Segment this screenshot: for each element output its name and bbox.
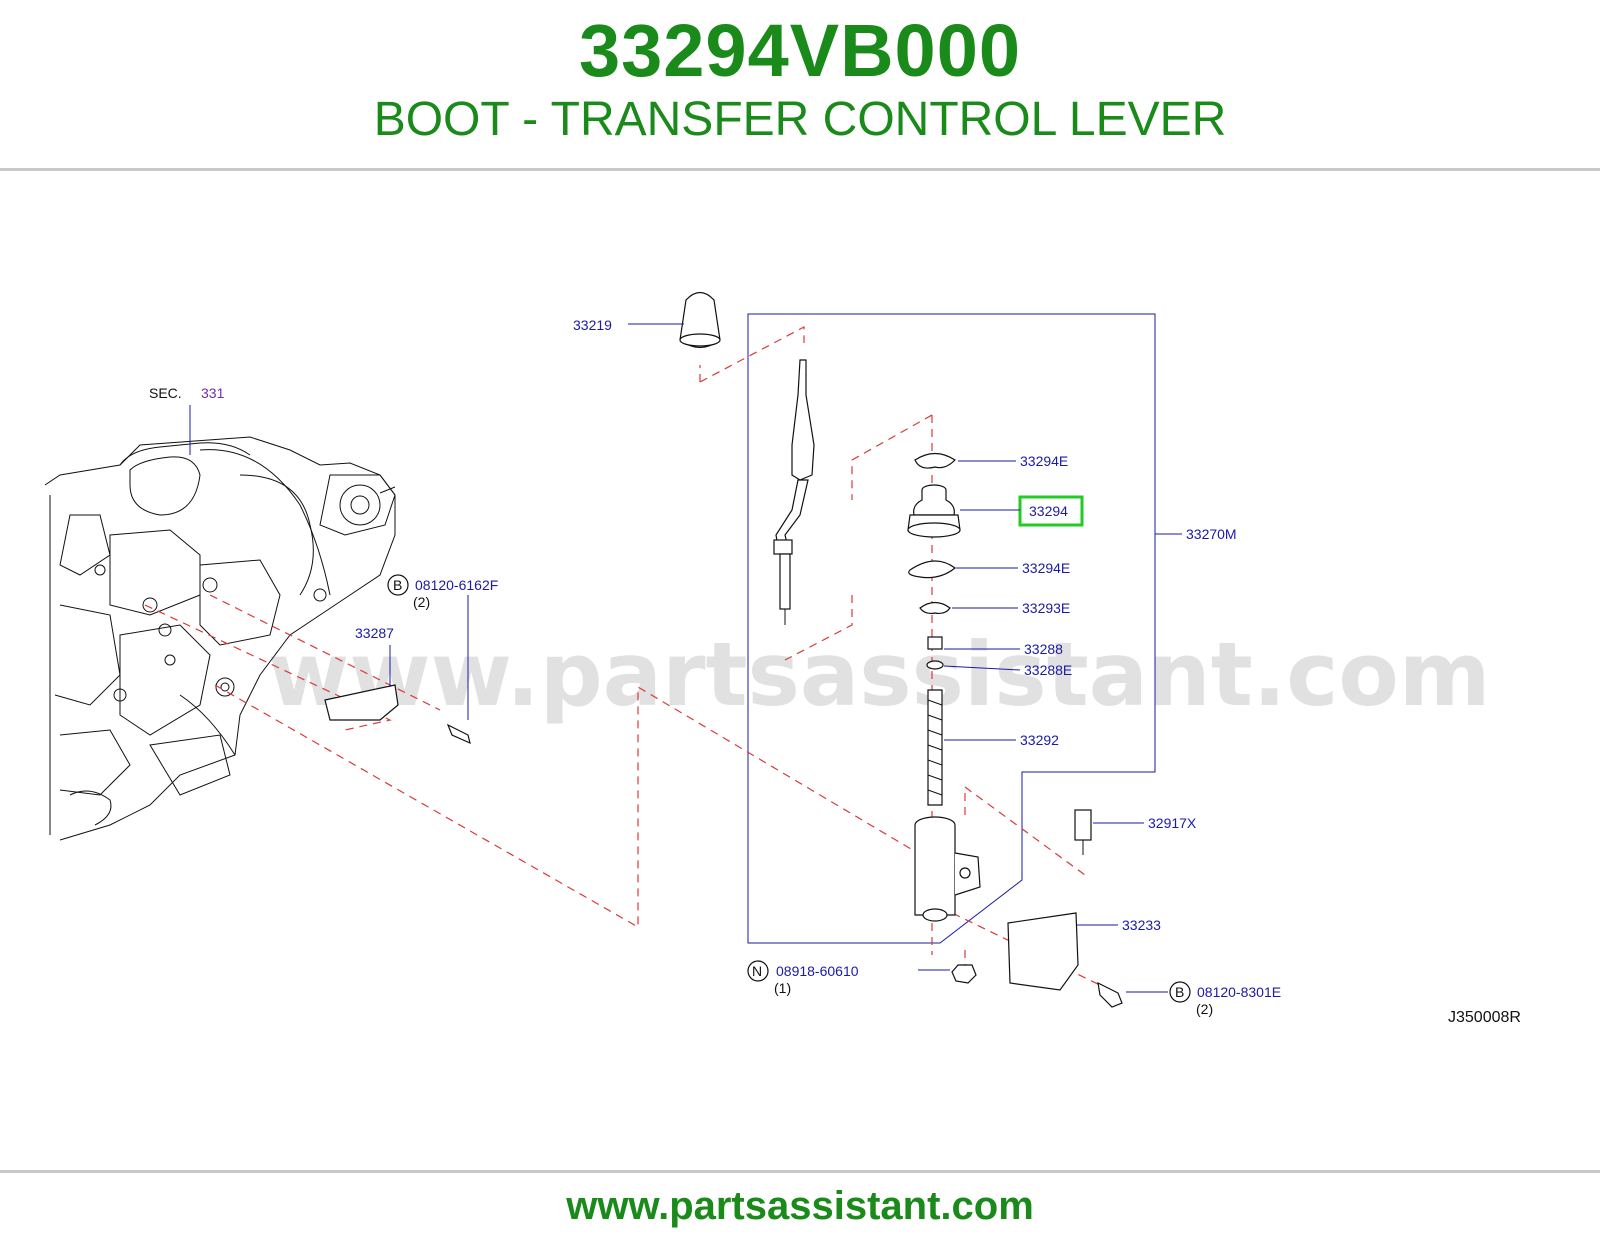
shift-knob-part[interactable]: [679, 291, 721, 349]
clip-33294e-bottom[interactable]: [908, 560, 956, 579]
footer-divider: [0, 1170, 1600, 1173]
spring-33292[interactable]: [927, 689, 943, 806]
label-33288e[interactable]: 33288E: [1024, 662, 1072, 678]
label-bolt1-qty: (2): [413, 594, 430, 610]
label-bolt2-qty: (2): [1196, 1001, 1213, 1017]
part-number-title: 33294VB000: [578, 9, 1022, 92]
shift-lever-rod: [773, 359, 815, 625]
label-33294-highlighted[interactable]: 33294: [1029, 503, 1068, 519]
sec-label: SEC.: [149, 385, 182, 401]
lever-housing: [914, 816, 981, 922]
ring-33293e[interactable]: [919, 601, 951, 615]
label-32917x[interactable]: 32917X: [1148, 815, 1197, 831]
drawing-code: J350008R: [1448, 1009, 1521, 1026]
watermark-text: www.partsassistant.com: [268, 623, 1491, 726]
clip-33294e-top[interactable]: [914, 452, 956, 469]
badge-n-nut: N: [752, 963, 762, 979]
bolt-08120-8301e[interactable]: [1097, 981, 1123, 1008]
bracket-33287[interactable]: [324, 684, 399, 721]
assembly-enclosure: [747, 313, 1156, 944]
label-bolt2-code[interactable]: 08120-8301E: [1197, 984, 1281, 1000]
label-33287[interactable]: 33287: [355, 625, 394, 641]
label-33293e[interactable]: 33293E: [1022, 600, 1070, 616]
parts-diagram: www.partsassistant.com SEC. 331: [44, 291, 1521, 1026]
badge-b-bolt2: B: [1175, 984, 1184, 1000]
label-33288[interactable]: 33288: [1024, 641, 1063, 657]
pin-32917x[interactable]: [1074, 809, 1092, 855]
transfer-case-illustration: [44, 436, 396, 841]
bracket-33233[interactable]: [1007, 912, 1079, 991]
label-33292[interactable]: 33292: [1020, 732, 1059, 748]
label-nut-qty: (1): [774, 980, 791, 996]
badge-b-bolt1: B: [393, 577, 402, 593]
label-nut-code[interactable]: 08918-60610: [776, 963, 859, 979]
boot-33294-part[interactable]: [907, 484, 961, 538]
part-name-subtitle: BOOT - TRANSFER CONTROL LEVER: [373, 93, 1227, 146]
footer-url-link[interactable]: www.partsassistant.com: [566, 1184, 1034, 1228]
sec-number-link[interactable]: 331: [201, 385, 225, 401]
washer-33288e[interactable]: [926, 660, 944, 670]
nut-08918-60610[interactable]: [951, 964, 977, 984]
label-33294e-bottom[interactable]: 33294E: [1022, 560, 1070, 576]
label-33270m[interactable]: 33270M: [1186, 526, 1237, 542]
label-33233[interactable]: 33233: [1122, 917, 1161, 933]
highlight-box: [1018, 495, 1084, 527]
bushing-33288[interactable]: [927, 636, 943, 650]
bolt-08120-6162f[interactable]: [446, 723, 471, 745]
header: 33294VB000 BOOT - TRANSFER CONTROL LEVER: [0, 0, 1600, 170]
label-bolt1-code[interactable]: 08120-6162F: [415, 577, 498, 593]
label-33219[interactable]: 33219: [573, 317, 612, 333]
header-divider: [0, 168, 1600, 171]
label-33294e-top[interactable]: 33294E: [1020, 453, 1068, 469]
